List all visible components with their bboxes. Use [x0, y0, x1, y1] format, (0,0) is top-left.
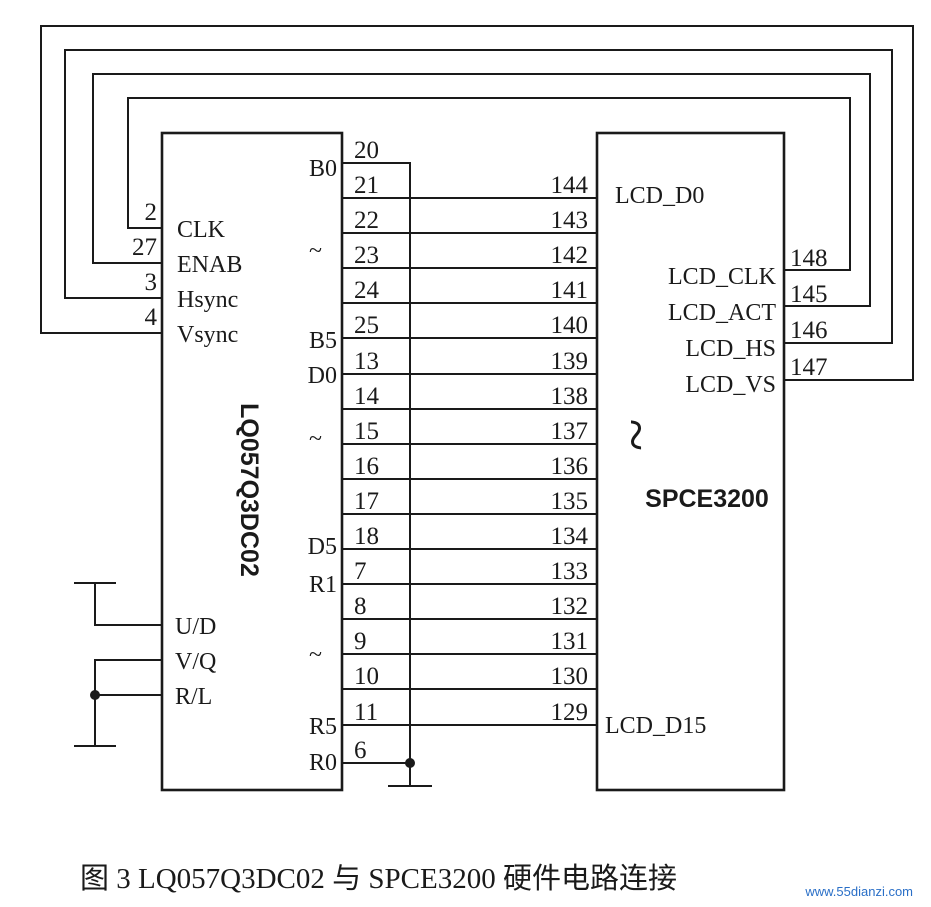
figure-caption: 图 3 LQ057Q3DC02 与 SPCE3200 硬件电路连接	[80, 862, 677, 895]
left-bus-pin-num: 15	[354, 418, 379, 445]
left-chip-box	[160, 131, 344, 792]
right-bus-pin-num: 132	[551, 593, 589, 620]
ctrl-pin-num-right: 147	[790, 354, 828, 381]
mode-pin-label: U/D	[175, 614, 216, 640]
right-bus-pin-num: 143	[551, 207, 589, 234]
ctrl-pin-num: 2	[145, 199, 158, 226]
bus-label: D0	[308, 363, 337, 389]
left-bus-pin-num: 13	[354, 348, 379, 375]
right-bus-pin-num: 139	[551, 348, 589, 375]
right-bus-pin-num: 138	[551, 383, 589, 410]
left-bus-pin-num: 22	[354, 207, 379, 234]
ctrl-pin-label: CLK	[177, 217, 226, 243]
ctrl-pin-num: 4	[145, 304, 158, 331]
left-bus-pin-num: 11	[354, 699, 378, 726]
ctrl-pin-label: Vsync	[177, 322, 238, 348]
data-bus: 1441431421411401391381371361351341331321…	[342, 137, 597, 764]
ground-junction	[405, 758, 415, 768]
left-bus-pin-num: 20	[354, 137, 379, 164]
mode-pin-label: V/Q	[175, 649, 216, 675]
right-bus-pin-num: 129	[551, 699, 589, 726]
bus-label: B5	[309, 328, 337, 354]
ctrl-label-right: LCD_VS	[685, 372, 776, 398]
bus-tilde: ~	[309, 426, 322, 452]
wire-ud	[94, 583, 162, 626]
ctrl-pin-label: ENAB	[177, 252, 242, 278]
left-bus-pin-num: 16	[354, 453, 379, 480]
left-bus-pin-num: 25	[354, 312, 379, 339]
ctrl-label-right: LCD_ACT	[668, 300, 776, 326]
left-bus-pin-num: 14	[354, 383, 380, 410]
bus-label: R0	[309, 750, 337, 776]
right-bus-pin-num: 130	[551, 663, 589, 690]
wire-vsync	[40, 25, 914, 381]
right-bus-pin-num: 131	[551, 628, 589, 655]
ctrl-pin-num-right: 146	[790, 317, 828, 344]
bus-label-lcd-d0: LCD_D0	[615, 183, 704, 209]
left-chip-name: LQ057Q3DC02	[235, 403, 263, 577]
right-bus-pin-num: 133	[551, 558, 589, 585]
wire-ground-tie	[342, 162, 411, 764]
wire-vq	[94, 659, 162, 745]
right-bus-pin-num: 144	[551, 172, 589, 199]
right-bus-pin-num: 142	[551, 242, 589, 269]
ctrl-pin-num-right: 148	[790, 245, 828, 272]
left-bus-pin-num: 10	[354, 663, 379, 690]
watermark: www.55dianzi.com	[804, 884, 913, 899]
left-bus-pin-num: 9	[354, 628, 367, 655]
left-bus-pin-num: 24	[354, 277, 380, 304]
wire-hsync	[64, 49, 893, 344]
bus-tilde: ~	[309, 238, 322, 264]
right-bus-pin-num: 135	[551, 488, 589, 515]
left-bus-pin-num: 17	[354, 488, 379, 515]
bus-label: D5	[308, 534, 337, 560]
left-bus-pin-num: 21	[354, 172, 379, 199]
left-bus-pin-num: 23	[354, 242, 379, 269]
ctrl-label-right: LCD_HS	[685, 336, 776, 362]
bus-label: B0	[309, 156, 337, 182]
ctrl-pin-num-right: 145	[790, 281, 828, 308]
mode-pin-label: R/L	[175, 684, 212, 710]
ctrl-label-right: LCD_CLK	[668, 264, 777, 290]
junction-rl	[90, 690, 100, 700]
bus-label-lcd-d15: LCD_D15	[605, 713, 706, 739]
right-bus-pin-num: 137	[551, 418, 589, 445]
right-bus-pin-num: 136	[551, 453, 589, 480]
ctrl-pin-num: 27	[132, 234, 157, 261]
bus-tilde: ~	[309, 642, 322, 668]
bus-tilde-right: ~	[603, 419, 669, 451]
left-bus-pin-num: 6	[354, 737, 367, 764]
wire-clk	[127, 97, 851, 271]
bus-label: R5	[309, 714, 337, 740]
ctrl-pin-num: 3	[145, 269, 158, 296]
left-bus-pin-num: 7	[354, 558, 367, 585]
left-bus-pin-num: 18	[354, 523, 379, 550]
right-chip-name: SPCE3200	[645, 485, 769, 513]
left-bus-pin-num: 8	[354, 593, 367, 620]
right-bus-pin-num: 141	[551, 277, 589, 304]
bus-label: R1	[309, 572, 337, 598]
wire-enab	[92, 73, 871, 307]
right-chip-box	[595, 131, 786, 792]
right-bus-pin-num: 140	[551, 312, 589, 339]
ctrl-pin-label: Hsync	[177, 287, 238, 313]
right-bus-pin-num: 134	[551, 523, 589, 550]
